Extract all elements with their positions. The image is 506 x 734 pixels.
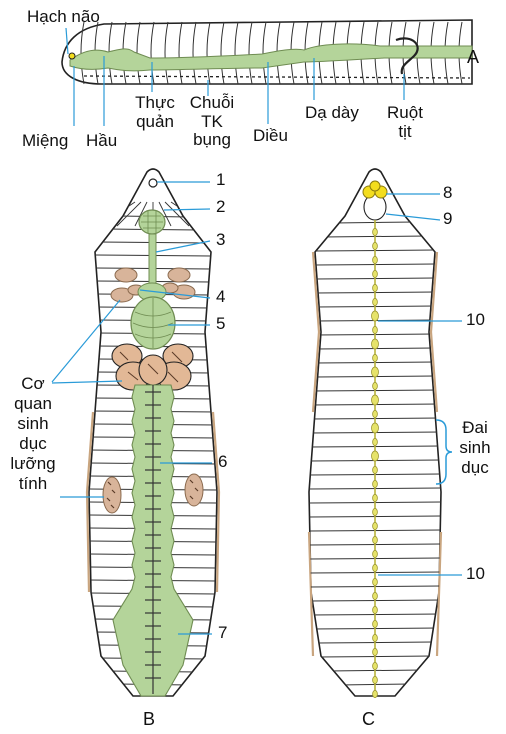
ventral-ganglion <box>373 648 378 655</box>
label-number-6: 6 <box>218 453 227 472</box>
label-number-2: 2 <box>216 198 225 217</box>
label-number-10-top: 10 <box>466 311 485 330</box>
ventral-ganglion <box>373 382 378 389</box>
label-number-4: 4 <box>216 288 225 307</box>
ventral-ganglion <box>372 311 379 321</box>
ventral-ganglion <box>373 284 378 291</box>
label-thuc-quan: Thực quản <box>130 94 180 131</box>
dissection-mouth <box>149 179 157 187</box>
label-mieng: Miệng <box>22 132 68 151</box>
label-chuoi-tk-bung: Chuỗi TK bụng <box>184 94 240 150</box>
label-ruot-tit: Ruột tịt <box>381 104 429 141</box>
label-number-9: 9 <box>443 210 452 229</box>
label-da-day: Dạ dày <box>305 104 359 123</box>
ventral-ganglion <box>373 228 378 235</box>
side-view-worm <box>62 20 472 84</box>
ventral-ganglion <box>372 423 379 433</box>
ventral-view <box>303 169 462 698</box>
ventral-ganglion <box>373 662 378 669</box>
label-number-1: 1 <box>216 171 225 190</box>
ventral-ganglion <box>372 395 379 405</box>
label-hau: Hầu <box>86 132 117 151</box>
ventral-ganglion <box>373 578 378 585</box>
label-number-8: 8 <box>443 184 452 203</box>
ventral-ganglion <box>373 326 378 333</box>
panel-letter-c: C <box>362 710 375 730</box>
ventral-ganglion <box>373 410 378 417</box>
label-number-3: 3 <box>216 231 225 250</box>
ventral-ganglion <box>373 508 378 515</box>
label-co-quan-sinh-duc-luong-tinh: Cơ quan sinh dục lưỡng tính <box>4 374 62 494</box>
ventral-ganglion <box>373 270 378 277</box>
ventral-ganglion <box>373 550 378 557</box>
ventral-ganglion <box>373 522 378 529</box>
ventral-ganglion <box>373 354 378 361</box>
ventral-ganglion <box>373 298 378 305</box>
ventral-ganglion <box>373 480 378 487</box>
ventral-ganglion <box>373 620 378 627</box>
ventral-ganglion <box>373 466 378 473</box>
ventral-ganglion <box>373 606 378 613</box>
ventral-ganglion <box>373 676 378 683</box>
label-number-10-bottom: 10 <box>466 565 485 584</box>
ventral-ganglion <box>373 536 378 543</box>
ventral-ganglion <box>373 564 378 571</box>
ventral-ganglion <box>373 690 378 697</box>
ventral-ganglion <box>373 592 378 599</box>
ventral-ganglion <box>373 438 378 445</box>
dissection-view <box>52 169 223 696</box>
ventral-ganglion <box>373 634 378 641</box>
ventral-ganglion <box>373 242 378 249</box>
panel-letter-a: A <box>467 48 479 68</box>
label-dieu: Diều <box>253 127 288 146</box>
ventral-ganglion <box>372 367 379 377</box>
panel-letter-b: B <box>143 710 155 730</box>
ventral-ganglion <box>373 256 378 263</box>
ventral-ganglion <box>372 339 379 349</box>
label-number-5: 5 <box>216 315 225 334</box>
label-hach-nao: Hạch não <box>27 8 100 27</box>
ventral-ganglion <box>372 451 379 461</box>
side-view-cerebral-ganglion <box>69 53 75 59</box>
oesophagus <box>149 234 156 286</box>
label-number-7: 7 <box>218 624 227 643</box>
ventral-ganglion <box>373 494 378 501</box>
label-dai-sinh-duc: Đai sinh dục <box>452 418 498 478</box>
